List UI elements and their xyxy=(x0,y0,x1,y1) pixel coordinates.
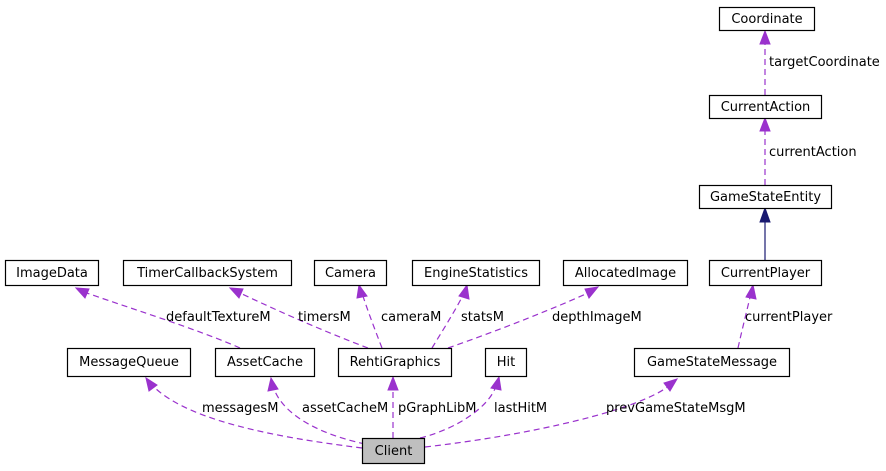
node-allocated-image[interactable]: AllocatedImage xyxy=(562,259,689,287)
node-camera-label: Camera xyxy=(325,266,376,281)
node-rehti-graphics[interactable]: RehtiGraphics xyxy=(337,347,453,378)
node-current-player[interactable]: CurrentPlayer xyxy=(708,259,823,287)
edge-label-timers: timersM xyxy=(298,310,351,325)
arrow-asset-cache xyxy=(267,376,279,392)
node-timer-callback-system[interactable]: TimerCallbackSystem xyxy=(122,259,293,287)
edge-label-graph-lib: pGraphLibM xyxy=(398,401,476,416)
node-engine-statistics[interactable]: EngineStatistics xyxy=(411,259,541,287)
node-current-action-label: CurrentAction xyxy=(721,100,811,115)
arrow-stats xyxy=(458,283,470,300)
node-timer-callback-system-label: TimerCallbackSystem xyxy=(136,266,278,281)
arrow-default-texture xyxy=(74,287,90,299)
edge-label-default-texture: defaultTextureM xyxy=(166,310,271,325)
node-asset-cache[interactable]: AssetCache xyxy=(214,347,316,378)
node-camera[interactable]: Camera xyxy=(313,259,388,287)
node-asset-cache-label: AssetCache xyxy=(227,355,303,370)
edge-timers xyxy=(237,291,369,349)
node-allocated-image-label: AllocatedImage xyxy=(575,266,676,281)
edge-label-current-player: currentPlayer xyxy=(745,310,833,325)
arrow-graph-lib xyxy=(387,375,399,391)
arrow-depth-image xyxy=(584,286,600,299)
edge-camera xyxy=(361,292,383,349)
edge-depth-image xyxy=(447,291,591,349)
node-image-data[interactable]: ImageData xyxy=(4,259,100,287)
arrow-last-hit xyxy=(490,375,502,391)
node-rehti-graphics-label: RehtiGraphics xyxy=(350,355,441,370)
arrow-messages xyxy=(145,376,158,392)
edge-last-hit xyxy=(419,385,497,439)
arrow-current-action xyxy=(759,116,771,132)
node-current-action[interactable]: CurrentAction xyxy=(708,94,823,120)
edge-label-last-hit: lastHitM xyxy=(494,401,547,416)
node-game-state-message[interactable]: GameStateMessage xyxy=(633,347,791,378)
edge-label-target-coordinate: targetCoordinate xyxy=(769,55,880,70)
node-image-data-label: ImageData xyxy=(16,266,88,281)
node-hit[interactable]: Hit xyxy=(484,347,528,378)
edge-label-asset-cache: assetCacheM xyxy=(302,401,388,416)
edge-label-current-action: currentAction xyxy=(769,145,857,160)
arrow-camera xyxy=(356,283,368,299)
node-game-state-entity-label: GameStateEntity xyxy=(710,190,821,205)
node-client[interactable]: Client xyxy=(361,437,426,465)
arrow-timers xyxy=(228,287,244,299)
node-message-queue-label: MessageQueue xyxy=(79,355,179,370)
arrow-inheritance xyxy=(759,206,771,223)
node-coordinate[interactable]: Coordinate xyxy=(718,6,816,32)
edge-messages xyxy=(151,384,363,449)
arrow-current-player xyxy=(745,283,757,300)
node-engine-statistics-label: EngineStatistics xyxy=(424,266,528,281)
edge-label-messages: messagesM xyxy=(202,401,278,416)
edge-label-depth-image: depthImageM xyxy=(552,310,642,325)
node-current-player-label: CurrentPlayer xyxy=(721,266,811,281)
node-coordinate-label: Coordinate xyxy=(731,12,802,27)
edge-label-stats: statsM xyxy=(461,310,504,325)
arrow-prev-game-state xyxy=(663,378,679,392)
edge-stats xyxy=(431,292,465,349)
node-client-label: Client xyxy=(375,444,413,459)
node-game-state-entity[interactable]: GameStateEntity xyxy=(698,184,833,210)
edge-default-texture xyxy=(83,291,241,349)
edge-prev-game-state xyxy=(424,384,671,448)
edge-label-camera: cameraM xyxy=(381,310,441,325)
node-hit-label: Hit xyxy=(497,355,515,370)
arrow-target-coordinate xyxy=(759,29,771,45)
node-game-state-message-label: GameStateMessage xyxy=(647,355,777,370)
node-message-queue[interactable]: MessageQueue xyxy=(66,347,192,378)
edge-label-prev-game-state: prevGameStateMsgM xyxy=(606,401,746,416)
edge-asset-cache xyxy=(272,385,366,445)
